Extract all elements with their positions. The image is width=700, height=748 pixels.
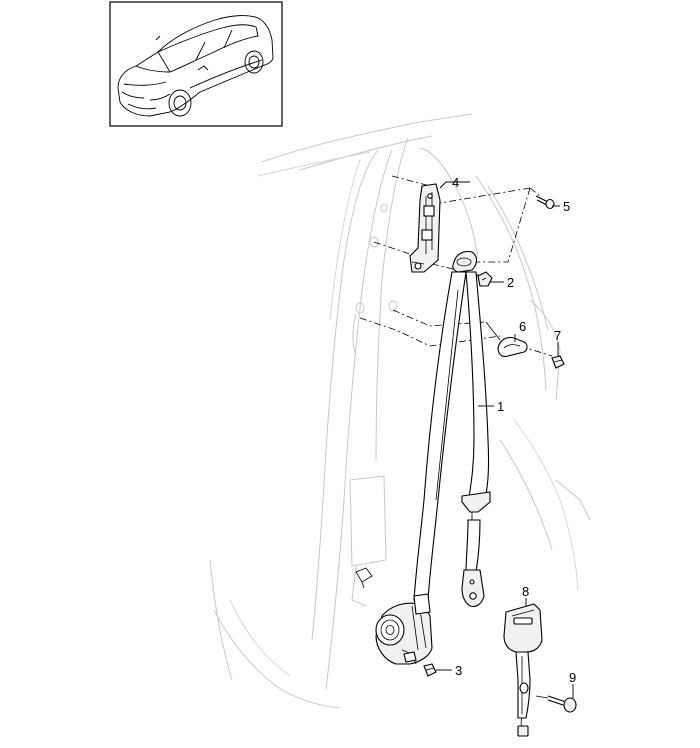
vehicle-thumbnail — [109, 1, 283, 127]
pillar-connector — [355, 567, 373, 589]
belt-retractor — [375, 593, 433, 665]
callout-labels: 4 5 2 6 7 1 3 8 9 — [452, 175, 576, 685]
seat-belt-buckle — [503, 603, 543, 737]
callout-6: 6 — [519, 319, 526, 334]
belt-guide-bracket — [485, 321, 528, 358]
callout-leaders — [436, 181, 574, 698]
screw-7 — [551, 355, 565, 369]
callout-5: 5 — [563, 199, 570, 214]
callout-7: 7 — [554, 328, 561, 343]
callout-2: 2 — [507, 275, 514, 290]
anchor-bolt-lower — [423, 663, 437, 677]
callout-1: 1 — [497, 399, 504, 414]
callout-3: 3 — [455, 663, 462, 678]
callout-8: 8 — [522, 584, 529, 599]
seat-belt-assembly — [375, 250, 491, 665]
height-adjuster-rail — [409, 183, 441, 273]
car-icon — [117, 15, 274, 117]
screw-5 — [535, 195, 555, 210]
callout-4: 4 — [452, 175, 459, 190]
anchor-bolt-upper — [477, 271, 493, 287]
screw-9 — [535, 695, 577, 713]
callout-9: 9 — [569, 670, 576, 685]
vehicle-body-outline — [209, 113, 591, 709]
